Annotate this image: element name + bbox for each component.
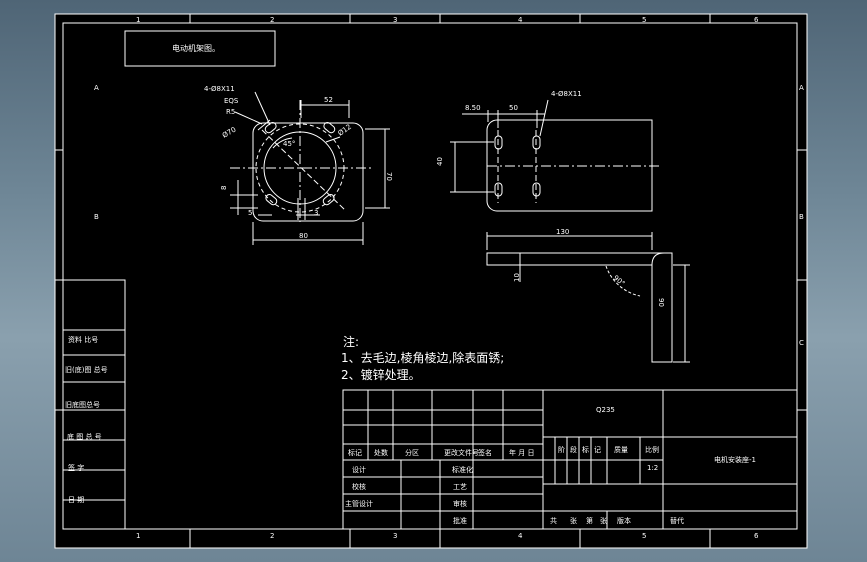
tb-bottom-3: 张 [600, 516, 607, 525]
tb-header-2: 分区 [405, 448, 419, 457]
side-table-row-6: 日 期 [68, 496, 84, 504]
side-dim-130: 130 [556, 228, 569, 236]
tb-bottom-2: 第 [586, 516, 593, 525]
zone-ticks [55, 14, 807, 548]
tb-stage-4: 质量 [614, 445, 628, 454]
tb-part-name: 电机安装座-1 [714, 455, 756, 464]
tb-process: 工艺 [453, 483, 467, 491]
slot-hole-bl [264, 193, 278, 206]
col-label-1-bottom: 1 [136, 532, 140, 540]
side-table-row-4: 底 图 总 号 [67, 432, 102, 441]
tb-std: 标准化 [452, 465, 473, 474]
tb-scale-value: 1:2 [647, 464, 658, 472]
side-table-row-2: 旧(底)图 总号 [65, 365, 108, 374]
tb-approve: 批准 [453, 516, 467, 525]
front-r85: R5 [226, 108, 235, 116]
side-view [487, 232, 690, 362]
row-label-c-right: C [799, 339, 804, 347]
slot-hole-br [322, 193, 336, 206]
col-label-1: 1 [136, 16, 140, 24]
tb-row-check: 校核 [352, 482, 366, 491]
tb-stage-0: 阶 [558, 445, 565, 454]
slot-hole-tl [264, 121, 278, 134]
top-dim-40: 40 [436, 157, 444, 166]
title-block [343, 390, 797, 529]
front-dim-bottom: 80 [299, 232, 308, 240]
tb-bottom-4: 版本 [617, 516, 631, 525]
front-angle: 45° [283, 140, 295, 148]
outer-border [55, 14, 807, 548]
notes-heading: 注: [343, 334, 359, 349]
front-dim-left: 8 [220, 186, 228, 190]
side-view-profile [487, 253, 672, 362]
tb-header-3: 更改文件号 [444, 448, 479, 457]
tb-material: Q235 [596, 406, 615, 414]
top-view-plate [487, 120, 652, 211]
tb-stage-5: 比例 [645, 445, 659, 454]
tb-row-chief: 主管设计 [345, 499, 373, 508]
col-label-3-bottom: 3 [393, 532, 397, 540]
title-box-text: 电动机架图。 [172, 43, 220, 53]
sheet-background [55, 14, 807, 548]
col-label-6: 6 [754, 16, 759, 24]
title-box [125, 31, 275, 66]
front-view [230, 92, 390, 245]
notes-line-1: 1、去毛边,棱角棱边,除表面锈; [341, 350, 504, 365]
top-hole-note: 4-Ø8X11 [551, 90, 582, 98]
tb-header-5: 年 月 日 [509, 448, 534, 457]
col-label-5: 5 [642, 16, 646, 24]
front-dim-right: 70 [385, 172, 393, 181]
front-hole-note: 4-Ø8X11 [204, 85, 235, 93]
side-table [63, 280, 125, 529]
side-dim-10: 10 [513, 273, 521, 282]
col-label-4-bottom: 4 [518, 532, 523, 540]
col-label-4: 4 [518, 16, 523, 24]
front-view-plate [253, 123, 363, 221]
tb-bottom-5: 替代 [670, 516, 684, 525]
front-dim-5: 5 [248, 209, 252, 217]
col-label-3: 3 [393, 16, 397, 24]
tb-header-1: 处数 [374, 448, 388, 457]
tb-header-4: 签名 [478, 448, 492, 457]
front-dim-3: 3 [314, 209, 318, 217]
side-dim-90: 90 [657, 298, 665, 307]
top-view [450, 100, 660, 211]
side-table-row-5: 签 字 [68, 463, 84, 472]
top-dim-850: 8.50 [465, 104, 481, 112]
notes-line-2: 2、镀锌处理。 [341, 368, 421, 382]
col-label-6-bottom: 6 [754, 532, 759, 540]
front-eqs: EQS [224, 97, 239, 105]
tb-stage-3: 记 [594, 446, 601, 454]
row-label-b-right: B [799, 213, 804, 221]
tb-bottom-1: 张 [570, 516, 577, 525]
tb-stage-2: 标 [582, 445, 589, 454]
row-label-a: A [94, 84, 99, 92]
tb-review: 审核 [453, 499, 467, 508]
tb-row-design: 设计 [352, 465, 366, 474]
front-dim-top: 52 [324, 96, 333, 104]
col-label-2-bottom: 2 [270, 532, 274, 540]
row-label-a-right: A [799, 84, 804, 92]
col-label-2: 2 [270, 16, 274, 24]
slot-hole-tr [322, 121, 336, 134]
row-label-b: B [94, 213, 99, 221]
tb-bottom-0: 共 [550, 516, 557, 525]
side-table-row-3: 旧底图总号 [65, 400, 100, 409]
tb-stage-1: 段 [570, 445, 577, 454]
tb-header-0: 标记 [348, 448, 362, 457]
col-label-5-bottom: 5 [642, 532, 646, 540]
top-dim-50: 50 [509, 104, 518, 112]
side-table-row-1: 资料 比号 [68, 335, 98, 344]
